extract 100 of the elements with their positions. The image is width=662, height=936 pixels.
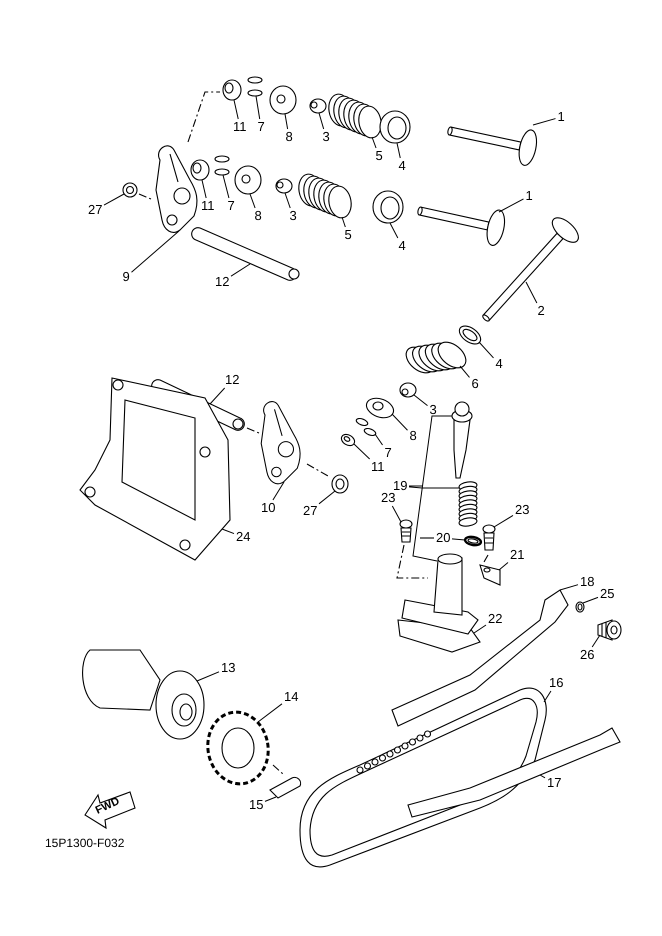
callout-number: 20 (435, 531, 452, 545)
valve-drawing (447, 126, 538, 166)
callout-number: 17 (546, 776, 562, 790)
leader-line (582, 596, 598, 604)
valve-cap-drawing (340, 434, 356, 446)
leader-line (452, 538, 466, 540)
leader-line (374, 434, 384, 446)
bolt-drawing (482, 524, 496, 551)
callout-number: 19 (392, 479, 408, 493)
leader-line (272, 482, 284, 500)
o-ring-drawing (464, 536, 482, 546)
leader-line (104, 194, 124, 206)
callout-number: 8 (284, 130, 294, 144)
callout-number: 27 (87, 203, 104, 217)
tensioner-body-drawing (397, 553, 481, 653)
callout-number: 8 (254, 209, 263, 223)
fwd-marking: FWD (94, 795, 122, 817)
leader-line (392, 506, 402, 522)
leader-line (284, 114, 288, 130)
leader-line (392, 414, 408, 431)
spring-drawing (458, 481, 478, 527)
tensioner-guide-drawing (391, 589, 569, 727)
callout-number: 3 (428, 403, 438, 417)
spring-seat-drawing (458, 326, 482, 344)
leader-line (284, 192, 291, 208)
leader-line (196, 671, 220, 682)
bolt-drawing (399, 519, 413, 543)
callout-number: 22 (487, 612, 504, 626)
callout-number: 4 (494, 357, 504, 371)
chain-drawing (299, 688, 547, 868)
callout-number: 13 (220, 661, 236, 675)
leader-line (532, 118, 556, 126)
leader-line (234, 100, 239, 120)
callout-number: 11 (370, 460, 386, 474)
valve-cap-drawing (222, 79, 242, 101)
valve-drawing (482, 217, 579, 322)
callout-number: 18 (579, 575, 596, 589)
leader-line (264, 796, 276, 802)
leader-line (478, 342, 494, 358)
callout-number: 15 (248, 798, 264, 812)
leader-line (396, 142, 401, 158)
callout-number: 25 (599, 587, 616, 601)
valve-cotter-drawing (214, 155, 230, 176)
valve-drawing (417, 206, 506, 246)
leader-line (560, 584, 578, 590)
leader-line (222, 528, 234, 534)
leader-line (318, 112, 324, 130)
leader-line (592, 634, 600, 648)
callout-number: 3 (288, 209, 298, 223)
spring-retainer-drawing (366, 398, 394, 418)
valve-spring-drawing (328, 94, 382, 138)
callout-number: 7 (226, 199, 236, 213)
leader-line (222, 174, 230, 198)
leader-line (498, 562, 508, 570)
leader-line (318, 490, 336, 504)
bolt-drawing (269, 776, 302, 799)
leader-line (230, 264, 250, 277)
leader-line (390, 222, 398, 238)
leader-line (498, 198, 524, 212)
stem-seal-drawing (399, 382, 417, 398)
callout-number: 3 (322, 130, 331, 144)
valve-spring-drawing (406, 342, 466, 374)
chain-guide-drawing (407, 727, 621, 818)
valve-cotter-drawing (247, 76, 263, 97)
spring-retainer-drawing (234, 165, 262, 195)
leader-line (250, 194, 256, 208)
callout-number: 16 (548, 676, 564, 690)
callout-number: 8 (408, 429, 418, 443)
leader-line (354, 444, 370, 460)
bolt-drawing (597, 619, 622, 641)
leader-line (256, 96, 260, 120)
leader-line (202, 180, 207, 198)
callout-number: 5 (374, 149, 384, 163)
callout-number: 4 (398, 239, 407, 253)
valve-spring-drawing (298, 174, 352, 218)
washer-drawing (122, 182, 138, 198)
callout-number: 23 (514, 503, 530, 517)
callout-number: 2 (536, 304, 546, 318)
leader-line (408, 486, 460, 488)
camshaft-drawing (82, 649, 205, 740)
callout-number: 27 (302, 504, 318, 518)
leader-line (474, 624, 486, 634)
sprocket-drawing (206, 710, 270, 786)
callout-number: 9 (122, 270, 131, 284)
o-ring-drawing (575, 601, 585, 613)
callout-number: 1 (556, 110, 566, 124)
leader-line (258, 703, 282, 722)
callout-number: 21 (509, 548, 526, 562)
spring-retainer-drawing (269, 85, 297, 115)
callout-number: 26 (579, 648, 596, 662)
callout-number: 6 (470, 377, 480, 391)
callout-number: 24 (235, 530, 252, 544)
callout-number: 10 (260, 501, 276, 515)
spring-seat-drawing (372, 190, 404, 224)
callout-number: 23 (380, 491, 396, 505)
leader-line (544, 690, 552, 702)
callout-number: 12 (214, 275, 230, 289)
rocker-arm-drawing (155, 145, 198, 233)
callout-number: 5 (344, 228, 353, 242)
callout-number: 11 (200, 199, 216, 213)
